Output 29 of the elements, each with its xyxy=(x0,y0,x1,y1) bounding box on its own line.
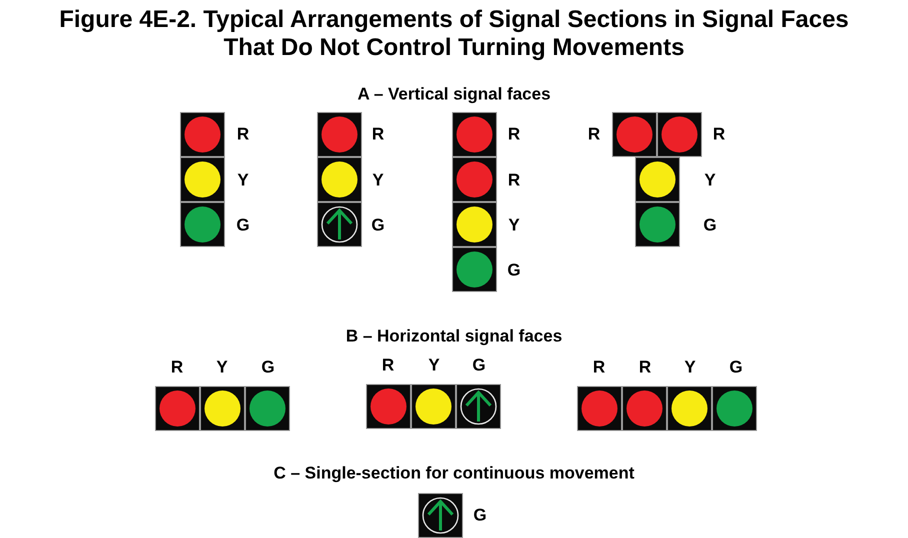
signal-indication-letter: Y xyxy=(428,356,440,376)
signal-indication-letter: G xyxy=(473,506,487,526)
signal-indication-letter: G xyxy=(729,358,743,378)
signal-indication-letter: R xyxy=(638,358,652,378)
signal-indication-letter: Y xyxy=(508,216,520,236)
signal-indication-letter: R xyxy=(236,126,250,144)
section-heading: A – Vertical signal faces xyxy=(357,86,551,104)
signal-indication-letter: Y xyxy=(704,172,716,190)
signal-indication-letter: R xyxy=(508,172,520,190)
signal-indication-letter: G xyxy=(236,216,250,236)
signal-indication-letter: G xyxy=(703,216,717,236)
signal-indication-letter: G xyxy=(371,216,385,236)
signal-indication-letter: Y xyxy=(684,358,696,378)
signal-indication-letter: R xyxy=(592,358,606,378)
signal-indication-letter: R xyxy=(712,126,726,144)
signal-indication-letter: G xyxy=(507,262,521,280)
signal-indication-letter: R xyxy=(372,126,384,144)
section-heading: C – Single-section for continuous movement xyxy=(274,464,634,484)
figure-title: Figure 4E-2. Typical Arrangements of Signal Sections in Signal Faces That Do Not Control Turning Movements xyxy=(58,6,850,62)
signal-indication-letter: Y xyxy=(237,172,249,190)
signal-indication-letter: R xyxy=(170,358,184,378)
signal-indication-letter: G xyxy=(472,356,486,376)
signal-indication-letter: R xyxy=(588,126,600,144)
section-heading: B – Horizontal signal faces xyxy=(346,328,562,346)
signal-indication-letter: G xyxy=(261,358,275,378)
signal-indication-letter: R xyxy=(508,126,520,144)
signal-indication-letter: Y xyxy=(372,172,384,190)
signal-indication-letter: R xyxy=(382,356,394,376)
signal-indication-letter: Y xyxy=(216,358,228,378)
